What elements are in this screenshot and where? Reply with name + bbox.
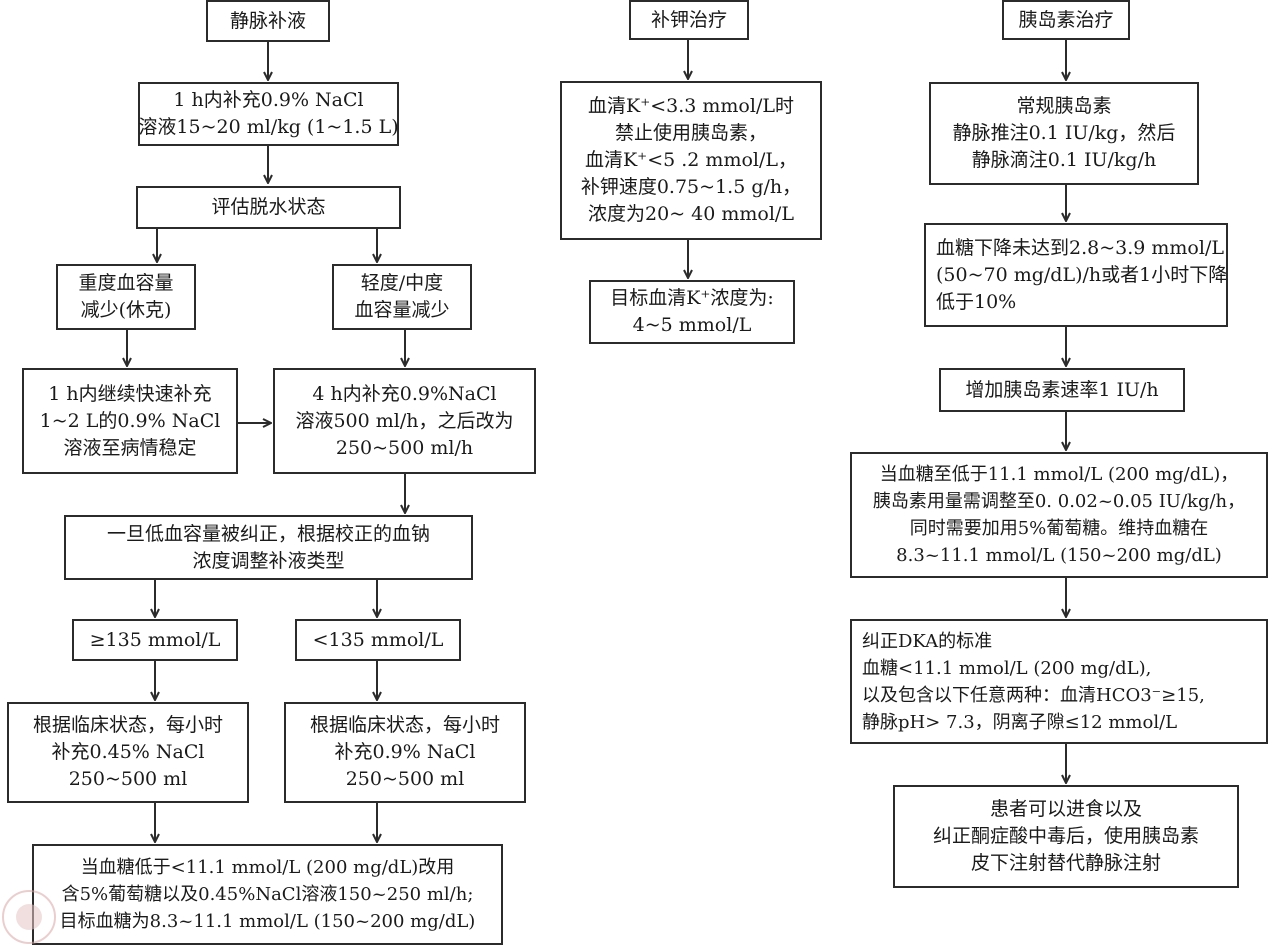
severe-box: 重度血容量 减少(休克) xyxy=(56,264,196,330)
k-target-line: 4~5 mmol/L xyxy=(632,314,752,336)
high-action-line: 补充0.45% NaCl xyxy=(51,741,205,763)
ins-regular-line: 静脉推注0.1 IU/kg，然后 xyxy=(952,122,1176,144)
low-action-line: 补充0.9% NaCl xyxy=(334,741,476,763)
mild-action-box: 4 h内补充0.9%NaCl 溶液500 ml/h，之后改为 250~500 m… xyxy=(273,368,536,474)
dka-criteria-line: 纠正DKA的标准 xyxy=(862,630,993,652)
ins-adjust-line: 当血糖至低于11.1 mmol/L (200 mg/dL)， xyxy=(879,464,1239,485)
k-rule-line: 禁止使用胰岛素， xyxy=(614,122,767,144)
ins-adjust-line: 8.3~11.1 mmol/L (150~200 mg/dL) xyxy=(896,545,1222,566)
ins-regular-line: 静脉滴注0.1 IU/kg/h xyxy=(971,149,1157,171)
ins-increase-label: 增加胰岛素速率1 IU/h xyxy=(965,378,1159,401)
k-title: 补钾治疗 xyxy=(650,8,727,31)
k-rule-line: 浓度为20~ 40 mmol/L xyxy=(588,203,794,225)
ins-increase-box: 增加胰岛素速率1 IU/h xyxy=(939,368,1185,412)
high-action-box: 根据临床状态，每小时 补充0.45% NaCl 250~500 ml xyxy=(7,702,249,803)
high-action-line: 根据临床状态，每小时 xyxy=(32,714,223,736)
k-rule-line: 血清K⁺<5 .2 mmol/L， xyxy=(584,149,797,171)
na-low-box: <135 mmol/L xyxy=(295,619,461,661)
subcutaneous-line: 皮下注射替代静脉注射 xyxy=(970,852,1161,874)
dka-criteria-box: 纠正DKA的标准 血糖<11.1 mmol/L (200 mg/dL), 以及包… xyxy=(850,619,1268,744)
ins-adjust-box: 当血糖至低于11.1 mmol/L (200 mg/dL)， 胰岛素用量需调整至… xyxy=(850,452,1268,578)
mild-action-line: 溶液500 ml/h，之后改为 xyxy=(295,409,514,432)
na-high-label: ≥135 mmol/L xyxy=(89,628,221,651)
mild-box: 轻度/中度 血容量减少 xyxy=(332,264,472,330)
dka-criteria-line: 以及包含以下任意两种：血清HCO3⁻≥15, xyxy=(862,684,1205,706)
k-rule-line: 血清K⁺<3.3 mmol/L时 xyxy=(588,95,794,117)
mild-action-line: 250~500 ml/h xyxy=(335,436,474,459)
glucose-switch-line: 含5%葡萄糖以及0.45%NaCl溶液150~250 ml/h; xyxy=(61,884,474,905)
ins-regular-line: 常规胰岛素 xyxy=(1016,95,1112,117)
ins-not-reached-line: 低于10% xyxy=(936,290,1017,313)
subcutaneous-box: 患者可以进食以及 纠正酮症酸中毒后，使用胰岛素 皮下注射替代静脉注射 xyxy=(893,785,1239,888)
iv-title-box: 静脉补液 xyxy=(206,0,330,42)
ins-regular-box: 常规胰岛素 静脉推注0.1 IU/kg，然后 静脉滴注0.1 IU/kg/h xyxy=(929,82,1199,185)
na-low-label: <135 mmol/L xyxy=(312,628,444,651)
severe-line: 减少(休克) xyxy=(80,299,172,321)
ins-not-reached-line: 血糖下降未达到2.8~3.9 mmol/L xyxy=(936,236,1224,259)
severe-action-line: 1~2 L的0.9% NaCl xyxy=(39,409,221,432)
corrected-line: 浓度调整补液类型 xyxy=(192,549,345,572)
k-title-box: 补钾治疗 xyxy=(629,0,749,40)
low-action-box: 根据临床状态，每小时 补充0.9% NaCl 250~500 ml xyxy=(284,702,526,803)
corrected-box: 一旦低血容量被纠正，根据校正的血钠 浓度调整补液类型 xyxy=(64,515,473,580)
low-action-line: 250~500 ml xyxy=(345,768,465,790)
ins-not-reached-box: 血糖下降未达到2.8~3.9 mmol/L (50~70 mg/dL)/h或者1… xyxy=(924,223,1228,327)
severe-action-line: 溶液至病情稳定 xyxy=(63,436,197,459)
k-rule-line: 补钾速度0.75~1.5 g/h， xyxy=(580,176,802,198)
iv-step1-line: 1 h内补充0.9% NaCl xyxy=(173,89,364,111)
ins-title-box: 胰岛素治疗 xyxy=(1002,0,1130,40)
mild-line: 血容量减少 xyxy=(354,299,450,321)
k-target-box: 目标血清K⁺浓度为: 4~5 mmol/L xyxy=(589,280,795,344)
assess-box: 评估脱水状态 xyxy=(136,186,401,229)
k-target-line: 目标血清K⁺浓度为: xyxy=(610,287,774,309)
subcutaneous-line: 纠正酮症酸中毒后，使用胰岛素 xyxy=(932,825,1199,847)
hospital-seal-logo xyxy=(2,890,56,944)
subcutaneous-line: 患者可以进食以及 xyxy=(989,798,1142,820)
glucose-switch-line: 当血糖低于<11.1 mmol/L (200 mg/dL)改用 xyxy=(80,857,455,878)
dka-criteria-line: 静脉pH> 7.3，阴离子隙≤12 mmol/L xyxy=(862,711,1178,733)
na-high-box: ≥135 mmol/L xyxy=(72,619,238,661)
severe-action-line: 1 h内继续快速补充 xyxy=(48,382,212,405)
severe-line: 重度血容量 xyxy=(78,272,174,294)
k-rules-box: 血清K⁺<3.3 mmol/L时 禁止使用胰岛素， 血清K⁺<5 .2 mmol… xyxy=(560,81,822,240)
iv-title: 静脉补液 xyxy=(229,9,306,32)
mild-line: 轻度/中度 xyxy=(360,272,444,294)
ins-not-reached-line: (50~70 mg/dL)/h或者1小时下降 xyxy=(936,263,1228,286)
ins-adjust-line: 胰岛素用量需调整至0. 0.02~0.05 IU/kg/h， xyxy=(872,491,1246,512)
assess-label: 评估脱水状态 xyxy=(211,196,326,218)
iv-step1-box: 1 h内补充0.9% NaCl 溶液15~20 ml/kg (1~1.5 L) xyxy=(138,82,399,146)
glucose-switch-box: 当血糖低于<11.1 mmol/L (200 mg/dL)改用 含5%葡萄糖以及… xyxy=(32,844,503,945)
glucose-switch-line: 目标血糖为8.3~11.1 mmol/L (150~200 mg/dL) xyxy=(59,911,476,932)
corrected-line: 一旦低血容量被纠正，根据校正的血钠 xyxy=(106,522,430,545)
iv-step1-line: 溶液15~20 ml/kg (1~1.5 L) xyxy=(138,116,399,138)
ins-adjust-line: 同时需要加用5%葡萄糖。维持血糖在 xyxy=(909,518,1209,539)
severe-action-box: 1 h内继续快速补充 1~2 L的0.9% NaCl 溶液至病情稳定 xyxy=(22,368,238,474)
dka-criteria-line: 血糖<11.1 mmol/L (200 mg/dL), xyxy=(862,657,1152,679)
low-action-line: 根据临床状态，每小时 xyxy=(309,714,500,736)
mild-action-line: 4 h内补充0.9%NaCl xyxy=(312,382,497,405)
high-action-line: 250~500 ml xyxy=(68,768,188,790)
ins-title: 胰岛素治疗 xyxy=(1018,8,1114,31)
